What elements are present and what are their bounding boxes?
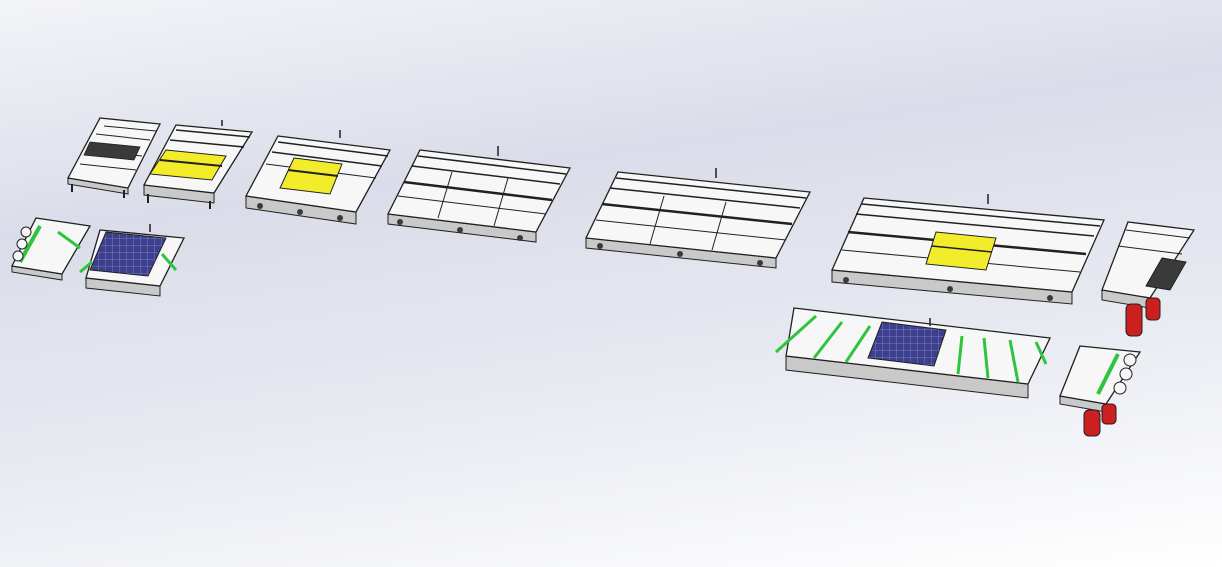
transfer-module-10[interactable]: [774, 307, 1051, 399]
conveyor-module-01[interactable]: [67, 117, 162, 198]
drive-module-07[interactable]: [1101, 221, 1196, 337]
conveyor-module-05[interactable]: [585, 168, 812, 269]
conveyor-module-06[interactable]: [831, 194, 1105, 305]
transfer-module-09[interactable]: [79, 224, 186, 297]
transfer-module-08[interactable]: [11, 217, 92, 281]
conveyor-module-03[interactable]: [244, 130, 392, 225]
conveyor-module-02[interactable]: [142, 120, 254, 209]
conveyor-module-04[interactable]: [387, 146, 572, 243]
transfer-module-11[interactable]: [1059, 345, 1142, 437]
